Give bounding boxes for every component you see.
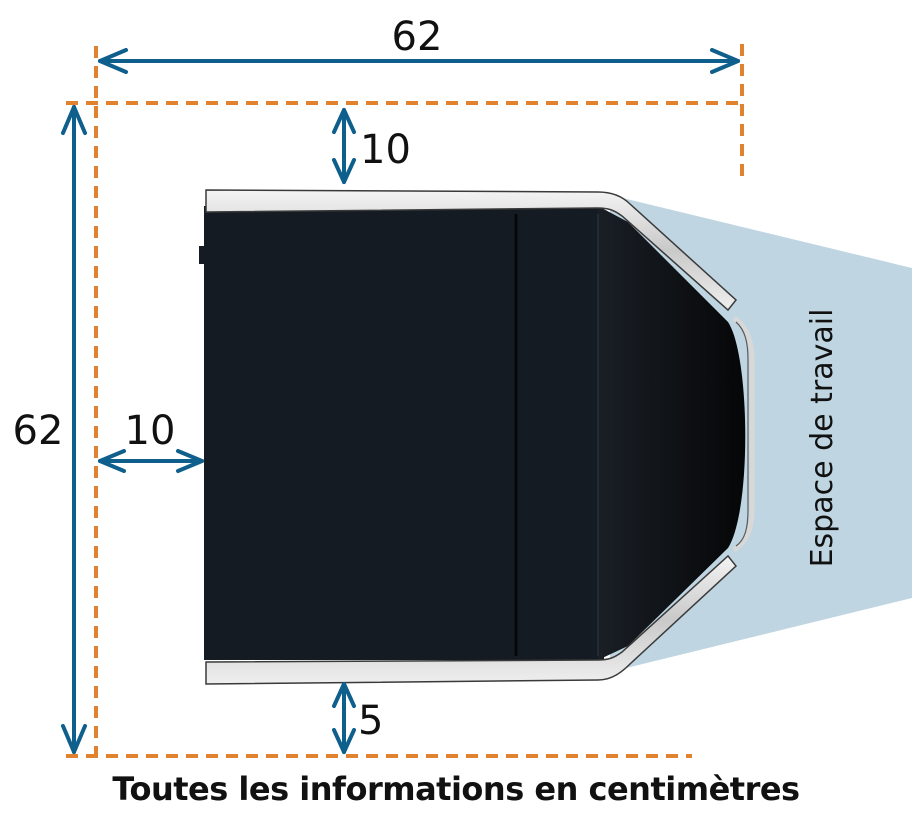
arrowhead-left-clear-right bbox=[176, 449, 204, 473]
machine-nose-outline bbox=[732, 315, 755, 553]
label-bottom-clearance: 5 bbox=[358, 698, 383, 744]
label-top-clearance: 10 bbox=[360, 127, 411, 173]
arrowhead-left-clear-left bbox=[98, 449, 126, 473]
arrowhead-height-bottom bbox=[61, 724, 87, 754]
label-workspace: Espace de travail bbox=[805, 309, 840, 568]
arrowhead-top-clear-down bbox=[332, 158, 356, 184]
machine-nose-edge bbox=[735, 321, 749, 547]
arrowhead-width-left bbox=[98, 48, 128, 74]
arrowhead-top-clear-up bbox=[332, 108, 356, 134]
machine-top-rail bbox=[205, 189, 738, 312]
arrowhead-width-right bbox=[710, 48, 740, 74]
clearance-dashed-lines bbox=[66, 44, 744, 758]
arrowhead-height-top bbox=[61, 105, 87, 135]
machine-body bbox=[204, 206, 604, 660]
caption-units: Toutes les informations en centimètres bbox=[112, 770, 800, 808]
machine-front bbox=[598, 206, 746, 660]
label-total-width: 62 bbox=[392, 14, 443, 60]
arrowhead-bottom-clear-down bbox=[332, 728, 356, 754]
arrowhead-bottom-clear-up bbox=[332, 682, 356, 708]
machine-bottom-rail bbox=[205, 554, 738, 685]
dimension-arrows bbox=[61, 48, 740, 754]
machine-knob bbox=[199, 246, 205, 264]
label-left-clearance: 10 bbox=[125, 408, 176, 454]
machine-top-view bbox=[199, 189, 755, 685]
label-total-height: 62 bbox=[13, 408, 64, 454]
